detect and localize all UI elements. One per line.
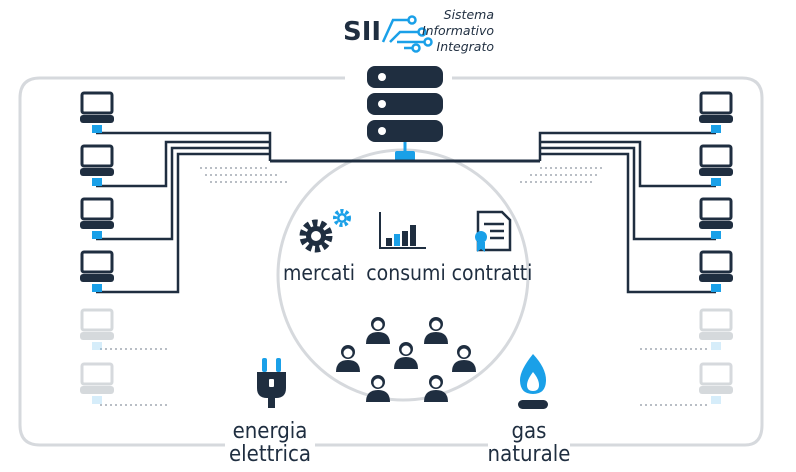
computer-icon-faded — [80, 308, 114, 350]
label-electricity-line2: elettrica — [229, 442, 311, 467]
computer-icon-faded — [699, 362, 733, 404]
computer-icon — [699, 250, 733, 292]
circuit-icon — [381, 15, 433, 53]
logo-line2: Informativo — [422, 23, 494, 38]
computer-icon — [80, 91, 114, 133]
person-icon — [366, 317, 390, 344]
flame-icon — [518, 354, 548, 409]
sii-logo: SII Sistema Informativo Integrato — [343, 7, 494, 54]
label-contracts: contratti — [452, 261, 533, 285]
plug-icon — [257, 358, 286, 408]
right-connections — [538, 131, 716, 294]
person-icon — [424, 375, 448, 402]
person-icon — [394, 342, 418, 369]
person-icon — [336, 345, 360, 372]
logo-acronym: SII — [343, 17, 381, 47]
computer-icon — [80, 197, 114, 239]
contract-icon — [475, 210, 512, 252]
dotted-stubs — [100, 167, 710, 406]
left-computers — [80, 91, 114, 404]
computer-icon-faded — [80, 362, 114, 404]
person-icon — [366, 375, 390, 402]
logo-line1: Sistema — [444, 7, 494, 22]
logo-line3: Integrato — [437, 39, 495, 54]
computer-icon — [699, 144, 733, 186]
label-electricity-line1: energia — [233, 419, 308, 444]
computer-icon — [80, 250, 114, 292]
person-icon — [452, 345, 476, 372]
server-icon — [367, 66, 443, 161]
label-consumption: consumi — [366, 261, 445, 285]
central-circle — [276, 148, 530, 402]
person-icon — [424, 317, 448, 344]
computer-icon — [699, 91, 733, 133]
people-group-icon — [336, 317, 476, 402]
computer-icon — [699, 197, 733, 239]
left-connections — [96, 131, 272, 294]
bar-chart-icon — [379, 212, 426, 249]
right-computers — [699, 91, 733, 404]
outer-frame — [18, 76, 764, 447]
label-markets: mercati — [283, 261, 355, 285]
label-gas-line2: naturale — [488, 442, 571, 467]
gear-icon — [299, 209, 351, 253]
label-gas-line1: gas — [511, 419, 546, 444]
computer-icon-faded — [699, 308, 733, 350]
computer-icon — [80, 144, 114, 186]
